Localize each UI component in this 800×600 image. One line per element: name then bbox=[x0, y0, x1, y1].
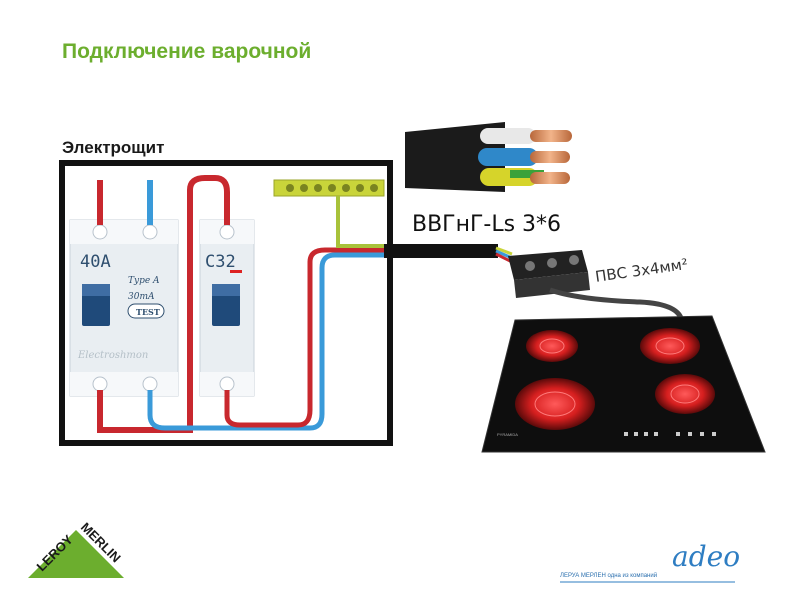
rcd-brand: Electroshmon bbox=[78, 350, 149, 361]
breaker-device bbox=[199, 219, 255, 397]
panel-box bbox=[59, 160, 393, 446]
rcd-rating: 40A bbox=[80, 252, 111, 272]
burner-bottom-left bbox=[515, 378, 595, 430]
main-cable bbox=[384, 244, 498, 258]
cooktop bbox=[481, 315, 766, 453]
main-cable-label: ВВГнГ-Ls 3*6 bbox=[412, 212, 562, 237]
leroy-merlin-logo: LEROY MERLIN bbox=[28, 520, 124, 578]
earth-wire bbox=[336, 196, 388, 248]
hob-cable bbox=[549, 287, 685, 323]
breaker-rating: C32 bbox=[205, 252, 236, 272]
footer-company-text: ЛЕРУА МЕРЛЕН одна из компаний bbox=[560, 573, 658, 579]
hob-controls bbox=[624, 432, 716, 436]
burner-top-right bbox=[640, 328, 700, 364]
cable-cross-section bbox=[405, 122, 572, 192]
adeo-logo: adeo bbox=[672, 540, 741, 573]
earth-bus-bar bbox=[273, 179, 385, 197]
hob-glass bbox=[481, 315, 766, 453]
rcd-test-label: TEST bbox=[136, 307, 160, 317]
terminal-block bbox=[508, 250, 590, 298]
hob-brand: PYRAMIDA bbox=[497, 432, 518, 437]
rcd-sensitivity: 30mA bbox=[128, 292, 155, 302]
panel-label: Электрощит bbox=[62, 138, 165, 157]
rcd-test-button bbox=[127, 303, 165, 319]
page-title: Подключение варочной bbox=[62, 40, 312, 63]
rcd-device bbox=[69, 219, 179, 397]
rcd-type: Type A bbox=[128, 276, 160, 286]
burner-bottom-right bbox=[655, 374, 715, 414]
phase-out-wire bbox=[224, 247, 388, 428]
neutral-out-wire bbox=[147, 252, 388, 431]
burner-top-left bbox=[526, 330, 578, 362]
rcd-to-breaker-phase bbox=[97, 175, 230, 433]
